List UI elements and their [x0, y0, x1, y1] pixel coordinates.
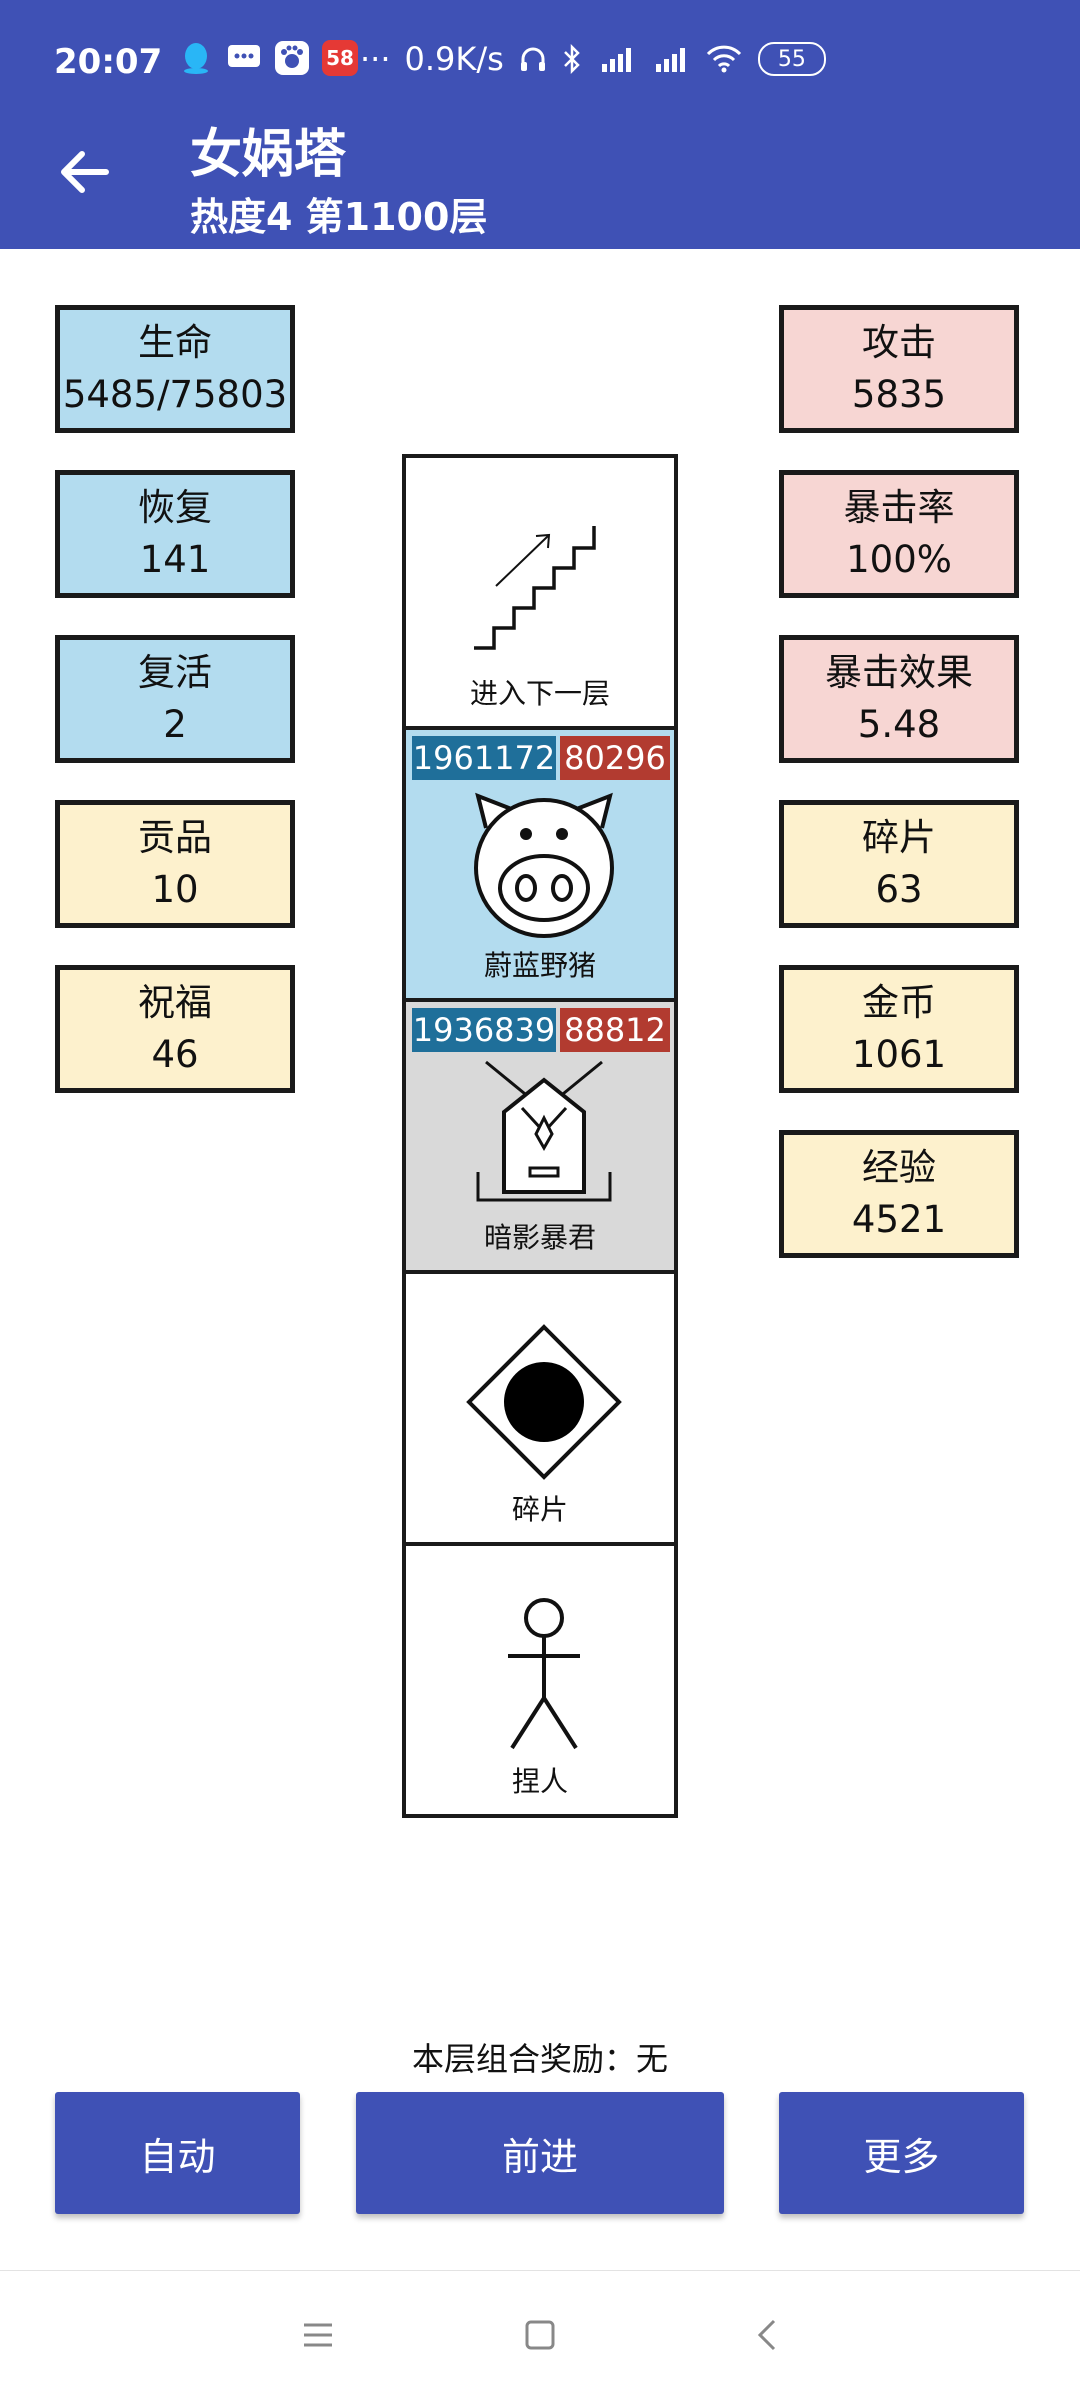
stat-label: 生命 [138, 321, 212, 364]
stat-label: 恢复 [138, 486, 212, 529]
headphones-icon [520, 47, 545, 71]
status-time: 20:07 [54, 42, 163, 82]
combo-reward-text: 本层组合奖励：无 [411, 2040, 668, 2078]
signal-hd-icon [601, 48, 631, 72]
stat-value: 5485/75803 [62, 373, 288, 416]
status-bar: 20:07 58 ··· 0.9K/s 55 [0, 0, 1080, 120]
stat-value: 5.48 [857, 703, 941, 746]
58-app-icon: 58 [322, 40, 358, 76]
system-nav-bar [0, 2270, 1080, 2401]
system-indicators: ··· 0.9K/s 55 [360, 40, 826, 78]
enemy-attack-badge: 80296 [560, 736, 670, 780]
stat-attack: 攻击 5835 [779, 305, 1019, 433]
stat-label: 祝福 [138, 981, 212, 1024]
tower-cell-next-floor[interactable]: 进入下一层 [402, 454, 678, 730]
network-speed: 0.9K/s [404, 40, 504, 78]
stat-value: 5835 [851, 373, 947, 416]
stat-offering: 贡品 10 [55, 800, 295, 928]
stat-label: 攻击 [862, 321, 936, 364]
stat-life: 生命 5485/75803 [55, 305, 295, 433]
notification-icons: 58 [178, 40, 358, 76]
stat-label: 贡品 [138, 816, 212, 859]
more-dots-icon: ··· [360, 40, 391, 78]
tower-cell-enemy-tyrant[interactable]: 1936839 88812 暗影暴君 [402, 998, 678, 1274]
stat-label: 暴击率 [843, 486, 955, 529]
stat-label: 复活 [138, 651, 212, 694]
stat-label: 暴击效果 [825, 651, 973, 694]
stat-fragments: 碎片 63 [779, 800, 1019, 928]
stat-gold: 金币 1061 [779, 965, 1019, 1093]
baidu-icon [274, 40, 310, 76]
cell-label: 蔚蓝野猪 [483, 949, 596, 982]
enemy-hp-badge: 1936839 [412, 1008, 556, 1052]
stat-value: 4521 [851, 1198, 947, 1241]
bluetooth-icon [563, 44, 580, 74]
stairs-icon [474, 526, 596, 650]
message-icon [226, 40, 262, 76]
stat-recovery: 恢复 141 [55, 470, 295, 598]
stat-label: 经验 [862, 1146, 936, 1189]
stat-value: 141 [139, 538, 211, 581]
forward-button[interactable]: 前进 [356, 2092, 724, 2214]
tower-cell-enemy-pig[interactable]: 1961172 80296 蔚蓝野猪 [402, 726, 678, 1002]
stat-value: 2 [163, 703, 187, 746]
cell-label: 暗影暴君 [483, 1221, 596, 1254]
cell-label: 碎片 [511, 1493, 568, 1526]
battery-icon: 55 [757, 42, 826, 76]
stat-label: 碎片 [862, 816, 936, 859]
tower-cell-character[interactable]: 捏人 [402, 1542, 678, 1818]
enemy-hp-badge: 1961172 [412, 736, 556, 780]
stat-label: 金币 [862, 981, 936, 1024]
page-subtitle: 热度4 第1100层 [190, 195, 488, 239]
more-button[interactable]: 更多 [779, 2092, 1024, 2214]
stat-value: 63 [875, 868, 923, 911]
signal-hd-icon [655, 48, 685, 72]
tower-cell-fragment[interactable]: 碎片 [402, 1270, 678, 1546]
stat-blessing: 祝福 46 [55, 965, 295, 1093]
stick-figure-icon [508, 1598, 580, 1750]
cell-label: 进入下一层 [469, 677, 610, 710]
stat-experience: 经验 4521 [779, 1130, 1019, 1258]
wifi-icon [706, 45, 741, 73]
page-title: 女娲塔 [190, 125, 347, 185]
stat-value: 46 [151, 1033, 199, 1076]
menu-icon[interactable] [298, 2315, 338, 2355]
auto-button[interactable]: 自动 [55, 2092, 300, 2214]
back-arrow-icon[interactable] [52, 140, 116, 204]
stat-crit-effect: 暴击效果 5.48 [779, 635, 1019, 763]
enemy-attack-badge: 88812 [560, 1008, 670, 1052]
home-icon[interactable] [520, 2315, 560, 2355]
qq-icon [178, 40, 214, 76]
stat-value: 100% [846, 538, 952, 581]
tyrant-icon [476, 1060, 612, 1202]
stat-revive: 复活 2 [55, 635, 295, 763]
app-bar: 20:07 58 ··· 0.9K/s 55 女娲塔 热度4 第11 [0, 0, 1080, 249]
pig-icon [474, 792, 614, 938]
diamond-orb-icon [466, 1324, 622, 1480]
stat-value: 10 [151, 868, 199, 911]
stat-crit-rate: 暴击率 100% [779, 470, 1019, 598]
back-nav-icon[interactable] [748, 2315, 788, 2355]
stat-value: 1061 [851, 1033, 947, 1076]
cell-label: 捏人 [511, 1765, 568, 1798]
